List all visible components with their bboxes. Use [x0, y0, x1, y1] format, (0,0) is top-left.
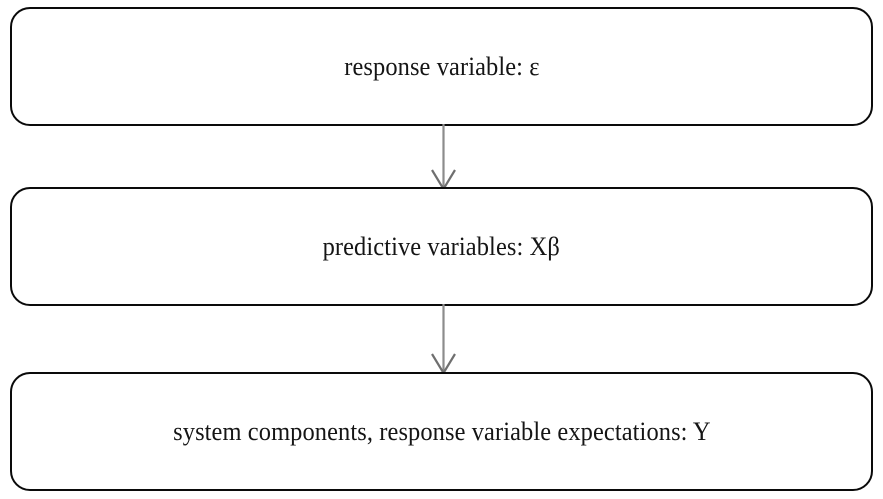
flow-node-system-components[interactable]: system components, response variable exp…: [10, 372, 873, 491]
flow-node-predictive-variables[interactable]: predictive variables: Xβ: [10, 187, 873, 306]
flow-node-label: predictive variables: Xβ: [322, 231, 561, 261]
arrow-down-icon-node2-to-node3: [404, 304, 484, 374]
flow-node-label: system components, response variable exp…: [172, 416, 711, 446]
arrow-down-icon-node1-to-node2: [404, 124, 484, 190]
flow-node-response-variable[interactable]: response variable: ε: [10, 7, 873, 126]
flow-node-label: response variable: ε: [343, 51, 540, 81]
